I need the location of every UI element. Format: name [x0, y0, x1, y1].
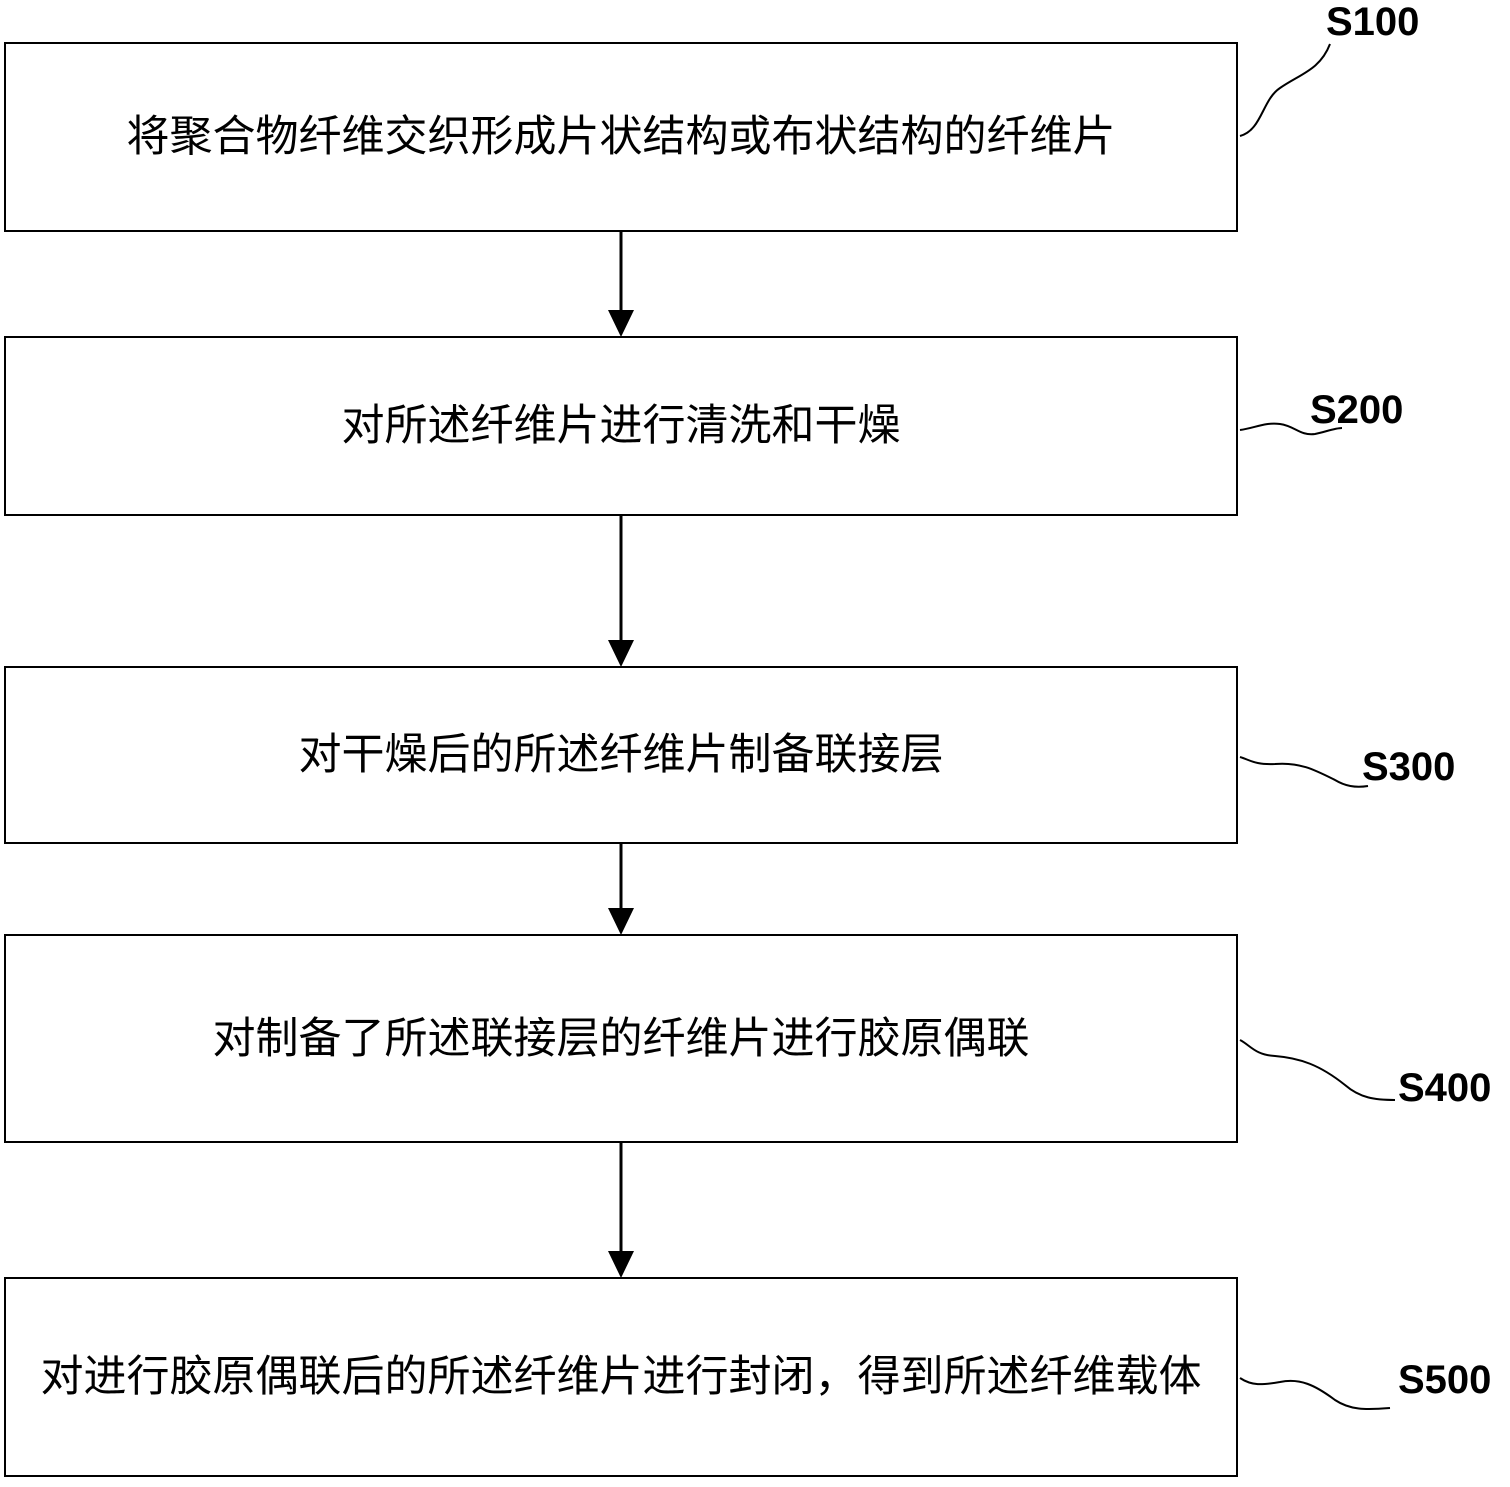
step-box-s200: 对所述纤维片进行清洗和干燥	[4, 336, 1238, 516]
step-label-s300: S300	[1362, 745, 1456, 789]
step-box-s500: 对进行胶原偶联后的所述纤维片进行封闭，得到所述纤维载体	[4, 1277, 1238, 1477]
step-box-s100: 将聚合物纤维交织形成片状结构或布状结构的纤维片	[4, 42, 1238, 232]
step-box-s400: 对制备了所述联接层的纤维片进行胶原偶联	[4, 934, 1238, 1143]
step-text: 对所述纤维片进行清洗和干燥	[341, 401, 901, 451]
step-label-s100: S100	[1326, 0, 1420, 44]
leader-line-s200	[1239, 422, 1343, 436]
step-box-s300: 对干燥后的所述纤维片制备联接层	[4, 666, 1238, 844]
flow-arrow	[608, 231, 634, 337]
flow-arrow	[608, 843, 634, 935]
leader-line-s400	[1239, 1039, 1396, 1101]
step-text: 将聚合物纤维交织形成片状结构或布状结构的纤维片	[126, 112, 1116, 162]
leader-line-s300	[1239, 756, 1369, 788]
step-text: 对进行胶原偶联后的所述纤维片进行封闭，得到所述纤维载体	[40, 1352, 1202, 1402]
step-label-s200: S200	[1310, 388, 1404, 432]
flow-arrow	[608, 1142, 634, 1278]
step-text: 对制备了所述联接层的纤维片进行胶原偶联	[212, 1013, 1030, 1064]
leader-line-s100	[1239, 43, 1331, 137]
flow-arrow	[608, 515, 634, 667]
step-label-s400: S400	[1398, 1066, 1492, 1110]
step-label-s500: S500	[1398, 1358, 1492, 1402]
step-text: 对干燥后的所述纤维片制备联接层	[298, 730, 944, 780]
leader-line-s500	[1239, 1377, 1391, 1410]
